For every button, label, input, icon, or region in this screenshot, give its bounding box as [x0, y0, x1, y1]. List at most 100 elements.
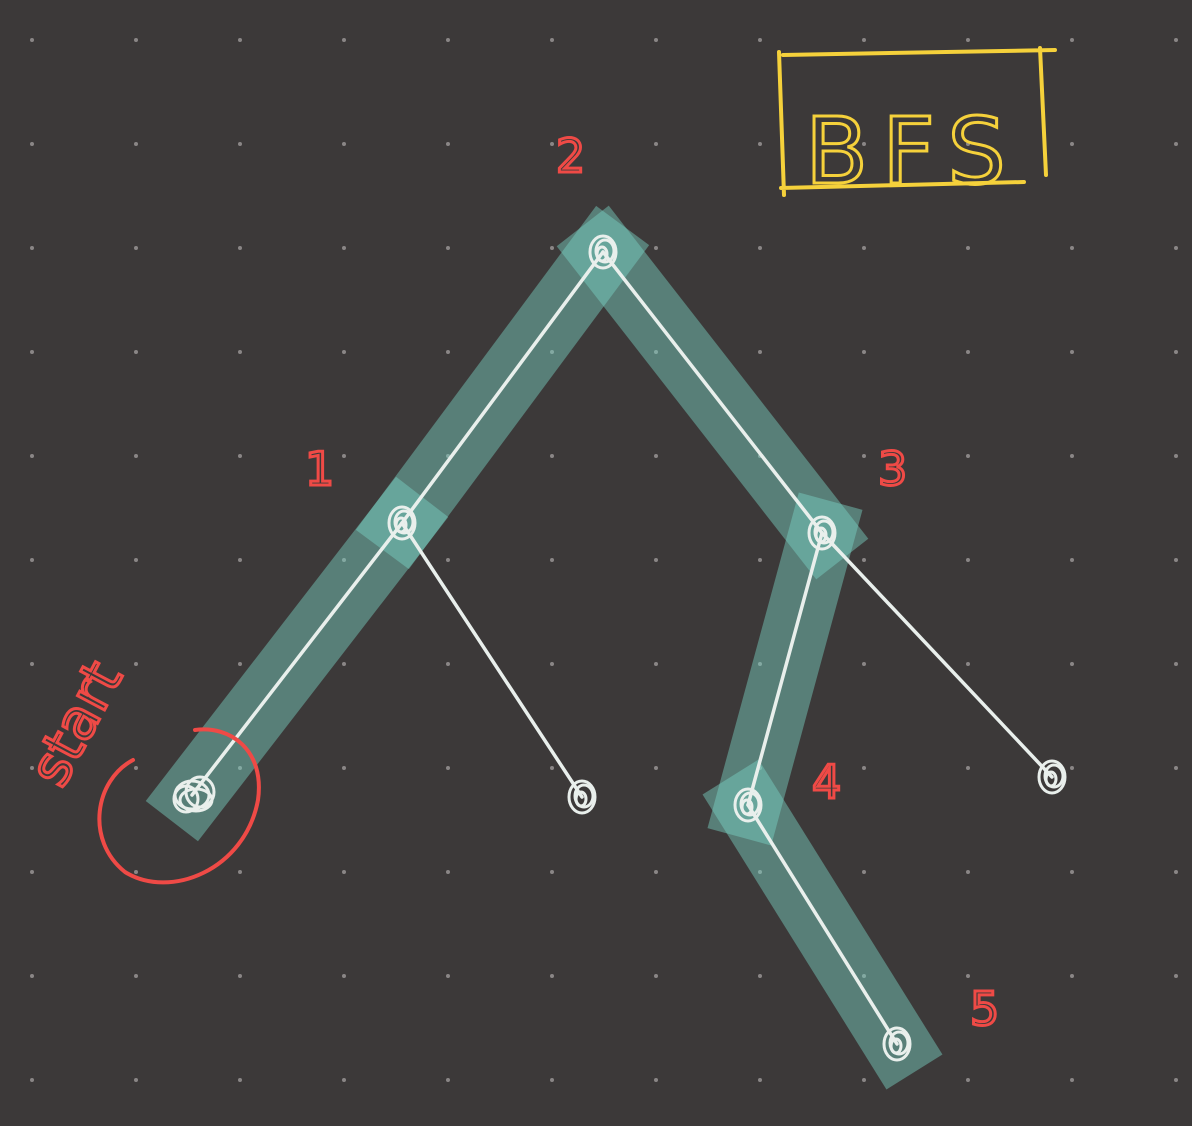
node-n3 [807, 515, 837, 551]
grid-dot [30, 38, 34, 42]
grid-dot [342, 38, 346, 42]
grid-dot [238, 246, 242, 250]
node-n2 [588, 234, 618, 270]
grid-dot [966, 662, 970, 666]
grid-dot [862, 246, 866, 250]
grid-dot [966, 870, 970, 874]
grid-dot [654, 142, 658, 146]
grid-dot [966, 38, 970, 42]
grid-dot [862, 454, 866, 458]
node-leaf-a [567, 779, 597, 815]
grid-dot [1070, 350, 1074, 354]
order-labels: 1 2 3 4 5 [304, 128, 1001, 1038]
grid-dot [758, 1078, 762, 1082]
grid-dot [550, 454, 554, 458]
grid-dot [1070, 454, 1074, 458]
grid-dot [862, 350, 866, 354]
grid-dot [30, 766, 34, 770]
grid-dot [446, 142, 450, 146]
edge-n1-n2 [400, 250, 605, 525]
node-n5 [882, 1026, 912, 1062]
order-label-4: 4 [812, 755, 841, 809]
grid-dot [758, 662, 762, 666]
grid-dot [1174, 454, 1178, 458]
grid-dot [1070, 870, 1074, 874]
edge-n4-n5 [746, 803, 899, 1046]
grid-dot [1070, 1078, 1074, 1082]
grid-dot [30, 974, 34, 978]
grid-dot [446, 974, 450, 978]
grid-dot [134, 870, 138, 874]
grid-dot [862, 974, 866, 978]
title-box: BFS [777, 46, 1057, 207]
grid-dot [342, 454, 346, 458]
grid-dot [550, 662, 554, 666]
grid-dot [446, 662, 450, 666]
grid-dot [550, 142, 554, 146]
order-label-2: 2 [556, 129, 585, 183]
grid-dot [342, 1078, 346, 1082]
grid-dot [1174, 246, 1178, 250]
grid-dot [342, 558, 346, 562]
grid-dot [654, 662, 658, 666]
grid-dot [342, 350, 346, 354]
nodes [172, 234, 1067, 1062]
grid-dot [30, 1078, 34, 1082]
edge-n1-leaf-a [400, 521, 584, 799]
grid-dot [30, 662, 34, 666]
grid-dot [758, 870, 762, 874]
grid-dot [862, 142, 866, 146]
grid-dot [342, 870, 346, 874]
grid-dot [1174, 142, 1178, 146]
grid-dot [758, 974, 762, 978]
grid-dot [1174, 1078, 1178, 1082]
grid-dot [1174, 662, 1178, 666]
grid-dot [966, 142, 970, 146]
grid-dot [1174, 870, 1178, 874]
grid-dot [550, 38, 554, 42]
grid-dot [966, 974, 970, 978]
grid-dot [966, 350, 970, 354]
grid-dot [1070, 38, 1074, 42]
start-label: start [17, 651, 136, 797]
grid-dot [758, 142, 762, 146]
grid-dot [1174, 974, 1178, 978]
grid-dot [238, 454, 242, 458]
grid-dot [550, 246, 554, 250]
title-box-frame [777, 46, 1057, 197]
start-circle [97, 727, 261, 885]
grid-dot [238, 662, 242, 666]
grid-dot [862, 38, 866, 42]
grid-dot [1070, 974, 1074, 978]
grid-dot [238, 350, 242, 354]
grid-dot [342, 142, 346, 146]
grid-dot [446, 558, 450, 562]
grid-dot [654, 766, 658, 770]
grid-dot [446, 870, 450, 874]
grid-dot [30, 142, 34, 146]
grid-dot [862, 1078, 866, 1082]
grid-dot [966, 766, 970, 770]
grid-dot [1070, 766, 1074, 770]
grid-dot [862, 870, 866, 874]
grid-dot [446, 350, 450, 354]
grid-dot [134, 454, 138, 458]
grid-dot [446, 1078, 450, 1082]
grid-dot [550, 974, 554, 978]
grid-dot [1070, 662, 1074, 666]
grid-dot [446, 246, 450, 250]
grid-dot [134, 766, 138, 770]
grid-dot [134, 350, 138, 354]
grid-dot [758, 350, 762, 354]
grid-dot [238, 38, 242, 42]
grid-dot [238, 974, 242, 978]
grid-dot [758, 558, 762, 562]
grid-dot [238, 1078, 242, 1082]
grid-dot [134, 38, 138, 42]
grid-dot [966, 1078, 970, 1082]
grid-dot [446, 38, 450, 42]
grid-dot [238, 870, 242, 874]
grid-dot [238, 142, 242, 146]
node-leaf-b [1037, 759, 1067, 795]
